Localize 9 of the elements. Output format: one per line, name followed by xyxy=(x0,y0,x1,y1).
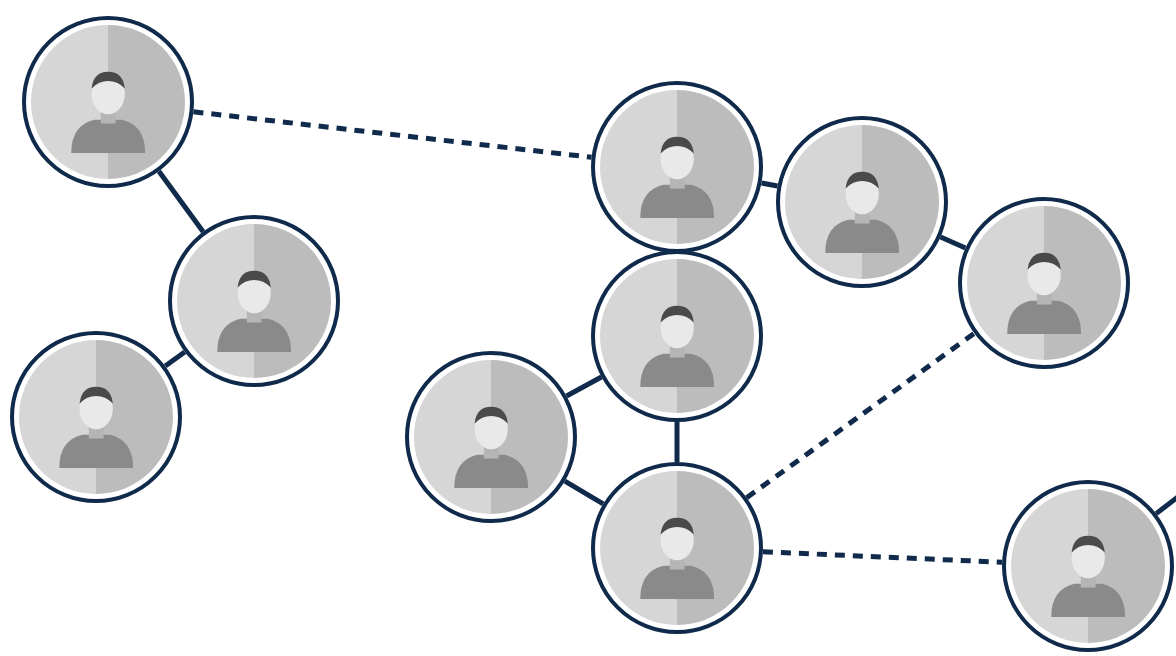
dashed-connector xyxy=(193,109,592,160)
connector-line xyxy=(565,374,603,399)
connector-line xyxy=(156,169,206,234)
connector-line xyxy=(939,234,967,251)
dashed-connector xyxy=(762,549,1003,565)
dashed-connector xyxy=(745,331,976,500)
connector-line xyxy=(563,478,605,507)
connector-line xyxy=(163,349,187,369)
connector-line xyxy=(674,422,680,462)
